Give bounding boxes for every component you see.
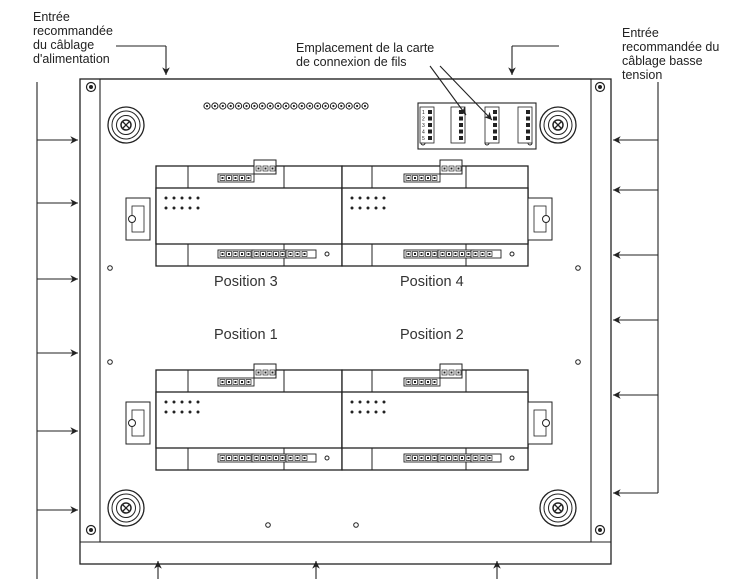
bottom-entry-arrows <box>154 561 501 579</box>
svg-text:4: 4 <box>422 130 425 136</box>
low-voltage-line-4: tension <box>622 68 663 82</box>
low-voltage-line-2: recommandée du <box>622 40 720 54</box>
position-1-label: Position 1 <box>214 327 278 343</box>
enclosure <box>79 78 612 565</box>
power-entry-line-4: d'alimentation <box>33 52 110 66</box>
svg-text:2: 2 <box>422 117 425 123</box>
wire-card-label: Emplacement de la carte de connexion de … <box>296 41 434 69</box>
position-2-label: Position 2 <box>400 327 464 343</box>
position-4-label: Position 4 <box>400 274 464 290</box>
terminal-strip <box>203 102 369 110</box>
power-entry-label: Entrée recommandée du câblage d'alimenta… <box>33 10 113 66</box>
position-3-label: Position 3 <box>214 274 278 290</box>
power-entry-line-1: Entrée <box>33 10 70 24</box>
svg-text:5: 5 <box>422 136 425 142</box>
wire-card-line-1: Emplacement de la carte <box>296 41 435 55</box>
svg-text:3: 3 <box>422 123 425 129</box>
power-entry-line-3: du câblage <box>33 38 95 52</box>
module-row-top <box>126 160 552 266</box>
low-voltage-line-1: Entrée <box>622 26 659 40</box>
low-voltage-entry-label: Entrée recommandée du câblage basse tens… <box>622 26 719 82</box>
power-entry-line-2: recommandée <box>33 24 113 38</box>
power-entry-arrows <box>36 45 170 579</box>
svg-text:1: 1 <box>422 110 425 116</box>
low-voltage-entry-arrows <box>508 45 659 497</box>
wire-card-pointers <box>429 65 493 121</box>
module-row-bottom <box>126 364 552 470</box>
low-voltage-line-3: câblage basse <box>622 54 703 68</box>
wire-card-line-2: de connexion de fils <box>296 55 407 69</box>
